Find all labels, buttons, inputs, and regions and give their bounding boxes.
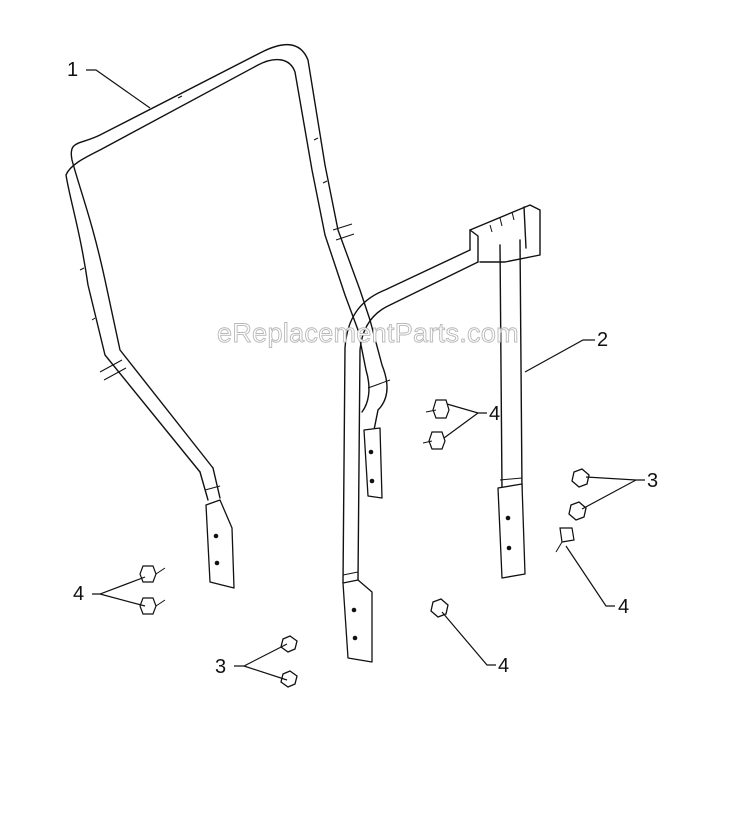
bolt-center-upper (425, 399, 450, 419)
watermark-text: eReplacementParts.com (217, 318, 519, 348)
plate-hole (506, 545, 512, 551)
nut-right-lower (568, 501, 587, 521)
plate-hole (214, 560, 220, 566)
roll-bar-hoop-part-1 (65, 44, 371, 501)
callout-part-2: 2 (597, 329, 608, 351)
bolt-left-lower (139, 597, 166, 615)
plate-hole (352, 635, 358, 641)
plate-hole (351, 607, 357, 613)
nut-bottom-left-upper (280, 635, 298, 653)
plate-hole (505, 515, 511, 521)
frame-mounting-plate-front (342, 579, 373, 663)
hoop-mounting-plate-left (205, 499, 235, 589)
callout-part-4-bottom: 4 (498, 655, 509, 677)
callout-part-3-right: 3 (647, 470, 658, 492)
callout-part-1: 1 (67, 59, 78, 81)
bolt-center-lower (422, 431, 446, 450)
nut-right-upper (571, 468, 590, 488)
callout-part-4-center: 4 (489, 403, 500, 425)
leader-lines (86, 69, 645, 681)
bolt-right (555, 527, 575, 553)
nut-bottom-left-lower (280, 670, 298, 688)
plate-hole (213, 533, 219, 539)
nut-bottom-center (430, 598, 449, 618)
roll-bar-frame-part-2 (342, 204, 541, 584)
plate-hole (368, 449, 374, 455)
plate-hole (369, 478, 375, 484)
frame-mounting-plate-rear (497, 483, 526, 579)
callout-part-4-left: 4 (73, 583, 84, 605)
callout-part-3-bottom: 3 (215, 656, 226, 678)
bolt-left-upper (139, 565, 166, 583)
frame-mounting-plate-mid (363, 427, 383, 499)
callout-part-4-right: 4 (618, 596, 629, 618)
